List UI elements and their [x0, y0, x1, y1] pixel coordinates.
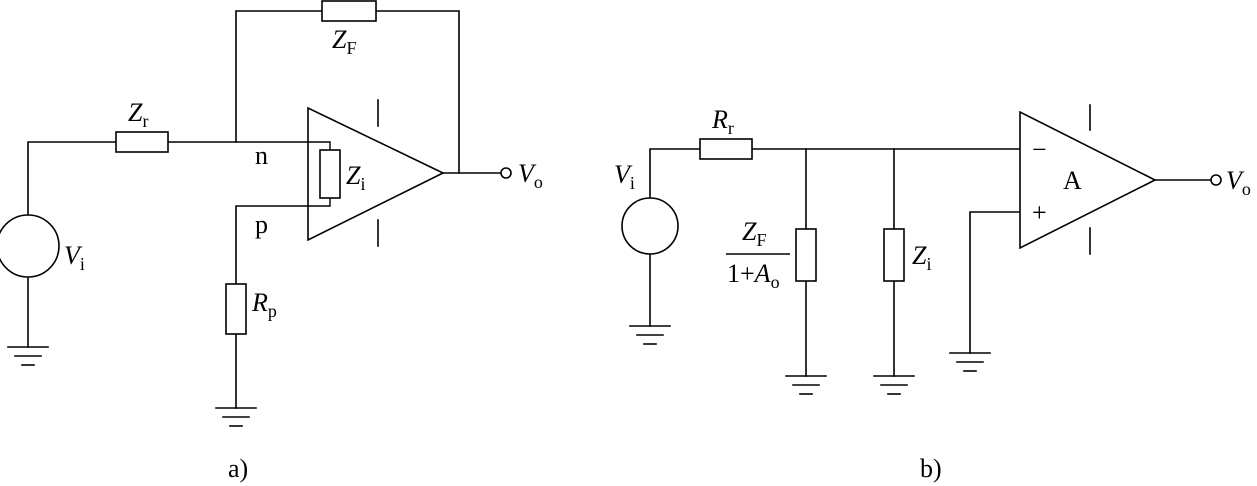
ground-icon	[949, 352, 991, 372]
circuit-b: Rr Vi Vo Zi ZF 1+Ao A − + b)	[614, 104, 1251, 483]
ground-icon	[785, 375, 827, 395]
label-rp: Rp	[251, 288, 277, 321]
wire-feedback-left	[235, 10, 323, 143]
ground-icon	[873, 375, 915, 395]
label-zf-numerator: ZF	[742, 217, 766, 250]
label-zf: ZF	[332, 25, 356, 58]
label-amp-gain: A	[1063, 166, 1082, 195]
wire-feedback-right	[375, 10, 460, 174]
wire-zi-bottom	[308, 198, 331, 207]
label-node-p: p	[255, 210, 268, 239]
ground-icon	[215, 407, 257, 427]
label-rr: Rr	[711, 105, 734, 138]
label-vi-b: Vi	[614, 160, 635, 193]
opamp-triangle-a	[307, 106, 445, 242]
label-zr: Zr	[128, 98, 148, 131]
wire-zi-top	[308, 141, 331, 150]
ground-icon	[7, 346, 49, 366]
label-zf-denominator: 1+Ao	[727, 259, 780, 292]
output-terminal-a	[500, 167, 512, 179]
label-vo-b: Vo	[1226, 166, 1251, 199]
wire-input-b	[649, 148, 701, 199]
label-inverting-input: −	[1032, 135, 1047, 164]
zf-resistor	[321, 0, 377, 22]
output-terminal-b	[1210, 174, 1222, 186]
caption-a: a)	[228, 454, 248, 483]
circuit-a: Zr ZF Zi Rp Vi Vo n p a)	[0, 0, 543, 483]
caption-b: b)	[920, 454, 942, 483]
label-zi-a: Zi	[346, 161, 365, 194]
rp-resistor	[225, 283, 247, 335]
label-node-n: n	[255, 141, 268, 170]
source-vi-a	[0, 214, 60, 278]
label-vi-a: Vi	[64, 241, 85, 274]
wire-plus-to-ground	[969, 211, 1021, 354]
source-vi-b	[621, 197, 679, 255]
label-noninverting-input: +	[1032, 198, 1047, 227]
rr-resistor	[699, 138, 753, 160]
label-vo-a: Vo	[518, 159, 543, 192]
wire-p-to-rp	[235, 205, 321, 285]
ground-icon	[629, 325, 671, 345]
opamp-triangle-b	[1019, 110, 1157, 250]
zf-equivalent-resistor	[795, 228, 817, 282]
label-zi-b: Zi	[912, 241, 931, 274]
zi-resistor-a	[319, 149, 341, 199]
zr-resistor	[115, 131, 169, 153]
zi-resistor-b	[883, 228, 905, 282]
wire-input-a	[27, 141, 117, 216]
